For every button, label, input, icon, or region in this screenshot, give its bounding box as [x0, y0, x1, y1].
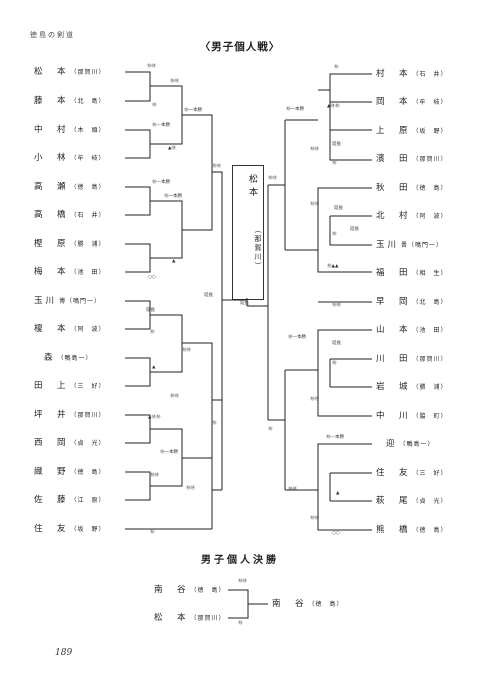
match-note: ⓂⓂ — [310, 397, 319, 402]
right-player-13: 中 川（脇 町） — [376, 411, 448, 421]
match-note: ⓂⓂ — [268, 176, 277, 181]
match-note: 延長 — [204, 293, 213, 298]
right-player-5: 秋 田（徳 島） — [376, 183, 448, 193]
match-note: ▲Ⓜ — [168, 146, 176, 151]
left-player-3: 中 村（木 頭） — [34, 125, 106, 135]
right-player-11: 川 田（那賀川） — [376, 354, 448, 364]
match-note: 延長 — [334, 206, 343, 211]
match-note: Ⓜ — [332, 361, 337, 366]
match-note: ⓂⓂ — [186, 486, 195, 491]
match-note: Ⓜ — [152, 103, 157, 108]
left-player-14: 西 岡（貞 光） — [34, 438, 106, 448]
right-player-17: 熊 橋（徳 島） — [376, 525, 448, 535]
match-note: ▲ — [152, 365, 156, 370]
page-number: 189 — [55, 648, 73, 658]
match-note: ⓂⓂ — [288, 487, 297, 492]
match-note: Ⓜ — [332, 161, 337, 166]
match-note: ▲ⓂⓂ — [327, 104, 340, 109]
left-player-8: 梅 本（池 田） — [34, 267, 106, 277]
left-player-11: 森（鴨島一） — [44, 353, 93, 363]
right-player-9: 早 岡（北 島） — [376, 297, 448, 307]
match-note: ⓂⓂ — [310, 147, 319, 152]
match-note: 延長 — [332, 341, 341, 346]
left-player-6: 高 橋（石 井） — [34, 210, 106, 220]
running-header: 徳島の剣道 — [30, 31, 75, 39]
right-player-3: 上 原（坂 野） — [376, 126, 448, 136]
match-note: 延長 — [332, 142, 341, 147]
left-player-1: 松 本（那賀川） — [34, 67, 106, 77]
match-note: 延長 — [146, 308, 155, 313]
left-player-5: 高 瀬（徳 島） — [34, 182, 106, 192]
match-note: ⓂⓂ — [150, 473, 159, 478]
match-note: 延長 — [240, 301, 249, 306]
left-player-17: 住 友（坂 野） — [34, 524, 106, 534]
match-note: ⓂⓂ — [170, 394, 179, 399]
right-player-10: 山 本（池 田） — [376, 325, 448, 335]
champion-box: 松本 （那賀川） — [232, 165, 264, 300]
match-note: ⓂⓂ — [212, 164, 221, 169]
right-player-7: 玉川晋（鳴門一） — [376, 240, 444, 250]
match-note: ○○ — [332, 531, 340, 536]
right-player-14: 迎（鴨島一） — [386, 439, 435, 449]
match-note: Ⓜ—本勝 — [288, 335, 306, 340]
match-note: ▲ — [172, 259, 176, 264]
match-note: Ⓜ — [150, 530, 155, 535]
match-note: ⓂⓂ — [310, 202, 319, 207]
match-note: Ⓜ — [238, 621, 243, 626]
champion-name: 松本 — [247, 174, 257, 200]
match-note: ○○ — [148, 275, 156, 280]
left-player-10: 榎 本（阿 波） — [34, 324, 106, 334]
left-player-16: 佐 藤（江 原） — [34, 495, 106, 505]
right-player-6: 北 村（阿 波） — [376, 211, 448, 221]
match-note: ⓂⓂ — [310, 516, 319, 521]
left-player-7: 樫 原（勝 浦） — [34, 239, 106, 249]
right-player-4: 濱 田（那賀川） — [376, 154, 448, 164]
match-note: ⓂⓂ — [170, 79, 179, 84]
match-note: Ⓜ一本勝 — [184, 108, 202, 113]
match-note: ▲ⓂⓂ — [148, 415, 161, 420]
match-note: Ⓜ一本勝 — [160, 450, 178, 455]
match-note: Ⓜ — [268, 427, 273, 432]
match-note: Ⓜ — [332, 232, 337, 237]
final-player-2: 松 本（那賀川） — [154, 613, 226, 623]
match-note: Ⓜ — [334, 65, 339, 70]
right-player-12: 岩 城（勝 浦） — [376, 382, 448, 392]
match-note: ⓂⓂ — [147, 64, 156, 69]
match-note: Ⓜ一本勝 — [164, 194, 182, 199]
left-player-4: 小 林（牟 岐） — [34, 153, 106, 163]
left-player-15: 織 野（徳 島） — [34, 467, 106, 477]
final-title: 男子個人決勝 — [201, 555, 279, 566]
right-player-16: 萩 尾（貞 光） — [376, 496, 448, 506]
page-title: 〈男子個人戦〉 — [199, 41, 281, 53]
match-note: Ⓜ — [212, 421, 217, 426]
match-note: 延長 — [350, 227, 359, 232]
match-note: Ⓜ—本勝 — [326, 435, 344, 440]
match-note: ⓂⓂ — [182, 348, 191, 353]
champion-affiliation: （那賀川） — [254, 226, 262, 271]
left-player-12: 田 上（三 好） — [34, 381, 106, 391]
match-note: Ⓜ — [150, 330, 155, 335]
match-note: ⓂⓂ — [238, 579, 247, 584]
left-player-13: 坪 井（那賀川） — [34, 410, 106, 420]
match-note: Ⓜ—本勝 — [152, 123, 170, 128]
right-player-2: 岡 本（牟 岐） — [376, 97, 448, 107]
right-player-8: 福 田（相 生） — [376, 268, 448, 278]
left-player-9: 玉川博（鳴門一） — [34, 296, 102, 306]
left-player-2: 藤 本（北 島） — [34, 96, 106, 106]
match-note: Ⓜ一本勝 — [286, 107, 304, 112]
match-note: ⓂⓂ — [332, 303, 341, 308]
match-note: Ⓜ▲▲ — [327, 264, 339, 269]
match-note: Ⓜ—本勝 — [152, 180, 170, 185]
final-winner: 南 谷（徳 島） — [272, 599, 344, 609]
right-player-1: 村 本（石 井） — [376, 69, 448, 79]
right-player-15: 住 友（三 好） — [376, 468, 448, 478]
final-player-1: 南 谷（徳 島） — [154, 585, 226, 595]
match-note: ▲ — [336, 491, 340, 496]
